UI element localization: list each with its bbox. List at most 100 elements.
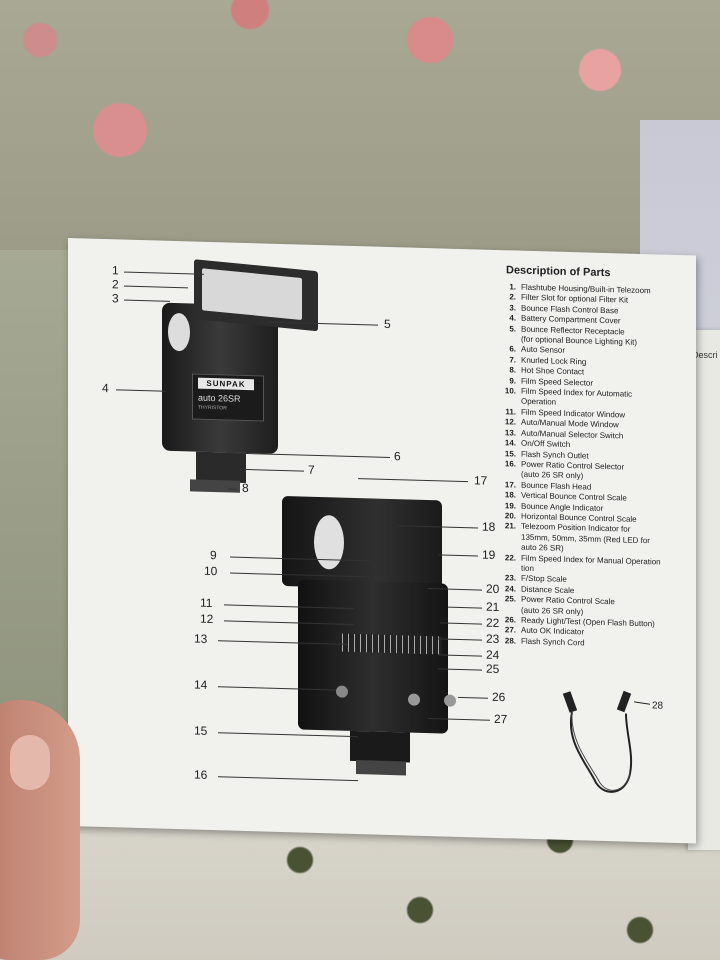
part-label: (auto 26 SR only) <box>521 605 584 616</box>
callout-26: 26 <box>492 689 506 705</box>
part-number: 26. <box>504 615 516 625</box>
callout-16: 16 <box>194 767 208 782</box>
callout-14: 14 <box>194 677 208 692</box>
part-number: 13. <box>504 427 516 438</box>
callout-24: 24 <box>486 647 500 663</box>
part-label: Film Speed Selector <box>521 376 594 388</box>
callout-8: 8 <box>242 480 249 496</box>
part-number: 25. <box>504 594 516 604</box>
callout-11: 11 <box>200 595 213 611</box>
part-label: F/Stop Scale <box>521 574 567 585</box>
callout-line-26 <box>458 696 488 699</box>
part-label: Auto OK Indicator <box>521 626 585 637</box>
part-number: 12. <box>504 417 516 427</box>
callout-line-17 <box>358 478 468 483</box>
part-number: 17. <box>504 479 516 490</box>
hot-shoe <box>190 479 240 493</box>
callout-20: 20 <box>486 581 500 597</box>
callout-15: 15 <box>194 723 208 738</box>
ready-light-button <box>444 694 456 707</box>
next-page-heading: Descri <box>692 350 718 360</box>
rear-hot-shoe <box>356 760 406 776</box>
callout-line-2 <box>124 285 188 289</box>
callout-6: 6 <box>394 449 401 464</box>
part-number: 2. <box>509 292 516 302</box>
callout-line-21 <box>448 606 482 609</box>
part-label: Flash Synch Cord <box>521 636 585 648</box>
callout-3: 3 <box>112 291 119 306</box>
callout-23: 23 <box>486 631 500 647</box>
callout-18: 18 <box>482 519 496 534</box>
callout-2: 2 <box>112 277 119 292</box>
callout-22: 22 <box>486 615 500 631</box>
part-label: On/Off Switch <box>521 438 571 450</box>
description-title: Description of Parts <box>506 264 611 280</box>
part-label: Hot Shoe Contact <box>521 365 585 377</box>
part-number: 23. <box>504 573 516 583</box>
part-number: 5. <box>509 323 516 334</box>
callout-12: 12 <box>200 611 214 627</box>
callout-9: 9 <box>210 547 217 563</box>
callout-line-4 <box>116 389 166 392</box>
model-label: auto 26SR <box>198 392 241 404</box>
callout-line-7 <box>240 468 304 472</box>
part-label: Operation <box>521 397 557 408</box>
callout-21: 21 <box>486 599 500 615</box>
part-number: 24. <box>504 583 516 594</box>
part-number: 28. <box>504 636 516 646</box>
part-number: 22. <box>504 552 516 563</box>
part-label: (auto 26 SR only) <box>521 469 584 481</box>
callout-7: 7 <box>308 462 315 477</box>
callout-line-19 <box>438 554 478 557</box>
part-number: 19. <box>504 500 516 511</box>
flash-head-side-round <box>314 514 344 570</box>
part-number: 20. <box>504 511 516 521</box>
part-number: 14. <box>504 438 516 448</box>
part-label: Distance Scale <box>521 584 575 595</box>
part-label: Flash Synch Outlet <box>521 449 589 461</box>
part-number: 6. <box>509 344 516 354</box>
lock-ring <box>196 451 246 483</box>
part-number: 1. <box>509 282 516 292</box>
auto-ok-indicator <box>408 693 420 706</box>
part-number: 21. <box>504 521 516 531</box>
brand-label: SUNPAK <box>198 377 254 391</box>
part-number: 27. <box>504 625 516 635</box>
callout-line-15 <box>218 732 358 738</box>
part-number: 15. <box>504 448 516 459</box>
part-number: 10. <box>504 386 516 396</box>
flash-unit-rear-body <box>298 579 448 734</box>
callout-19: 19 <box>482 547 496 562</box>
part-number: 3. <box>509 303 516 313</box>
part-number: 16. <box>504 459 516 469</box>
callout-line-3 <box>124 299 170 302</box>
distance-scale <box>342 633 442 655</box>
part-label: Bounce Angle Indicator <box>521 501 604 513</box>
callout-line-1 <box>124 271 204 275</box>
manual-page: Description of Parts 1.Flashtube Housing… <box>68 238 696 844</box>
part-label: tion <box>521 563 534 573</box>
callout-5: 5 <box>384 316 391 332</box>
callout-1: 1 <box>112 263 119 278</box>
thyristor-label: THYRISTOR <box>198 404 227 412</box>
bounce-control-base <box>168 312 190 352</box>
callout-27: 27 <box>494 711 508 727</box>
part-number: 11. <box>505 407 516 417</box>
part-label: Bounce Flash Head <box>521 480 592 492</box>
part-number: 9. <box>509 375 516 386</box>
part-label: auto 26 SR) <box>521 542 564 554</box>
part-number: 4. <box>509 313 516 323</box>
quilt-background-top <box>0 0 720 270</box>
flash-synch-cord-illustration <box>562 690 651 793</box>
callout-line-16 <box>218 776 358 782</box>
callout-4: 4 <box>102 380 109 396</box>
callout-25: 25 <box>486 661 500 677</box>
callout-17: 17 <box>474 473 488 488</box>
on-off-switch <box>336 685 348 698</box>
callout-line-6 <box>230 452 390 458</box>
part-number: 8. <box>509 365 516 375</box>
callout-13: 13 <box>194 631 208 646</box>
part-label: Knurled Lock Ring <box>521 355 587 367</box>
thumbnail <box>10 735 50 790</box>
